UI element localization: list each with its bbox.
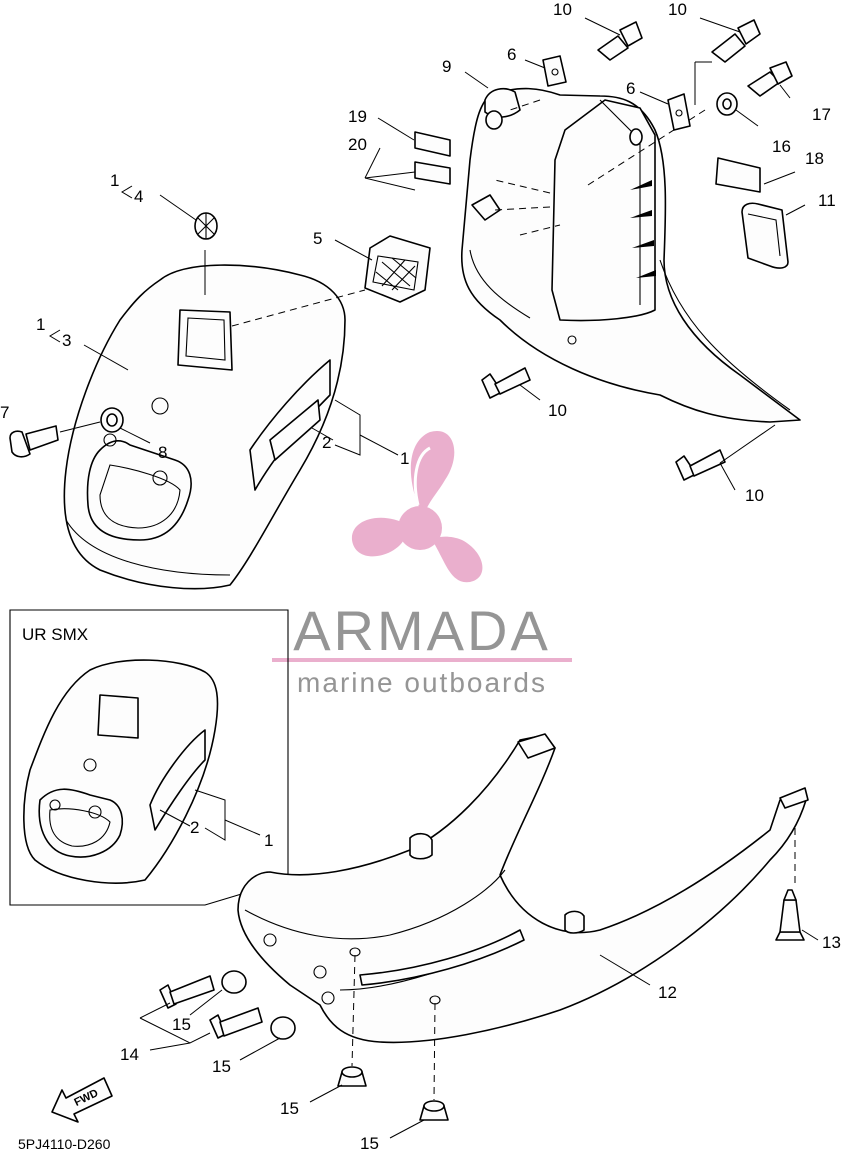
pad-11-icon	[741, 202, 789, 269]
fastener-10a-icon	[597, 21, 643, 61]
bolt-7-icon	[9, 425, 59, 458]
grille-5-icon	[364, 235, 431, 303]
fastener-14b-icon	[209, 1007, 263, 1039]
callout-5: 5	[313, 229, 322, 248]
callout-1-inset: 1	[264, 831, 273, 850]
leg-shield-inner-panel	[460, 87, 801, 423]
nut-6a-icon	[542, 55, 567, 87]
under-cover-12	[237, 733, 809, 1044]
callout-15a: 15	[172, 1015, 191, 1034]
inset-label: UR SMX	[22, 625, 88, 644]
callout-20: 20	[348, 135, 367, 154]
clip-15b-icon	[270, 1016, 296, 1040]
washer-16-icon	[716, 92, 738, 116]
nut-6b-icon	[667, 93, 691, 131]
screw-13-icon	[775, 889, 805, 941]
callout-6b: 6	[626, 79, 635, 98]
callout-13: 13	[822, 933, 841, 952]
callout-15b: 15	[212, 1057, 231, 1076]
fwd-arrow-icon: FWD	[51, 1077, 113, 1123]
fastener-14a-icon	[159, 975, 215, 1009]
propeller-logo-icon	[351, 430, 483, 583]
callout-19: 19	[348, 107, 367, 126]
callout-14: 14	[120, 1045, 139, 1064]
clip-15c-icon	[337, 1066, 367, 1087]
screw-17-icon	[747, 61, 793, 97]
callout-8: 8	[158, 443, 167, 462]
callout-1-4-bottom: 4	[134, 187, 143, 206]
callout-15c: 15	[280, 1099, 299, 1118]
emblem-4-icon	[194, 212, 218, 240]
grommet-8-icon	[100, 407, 124, 433]
callout-17: 17	[812, 105, 831, 124]
callout-11: 11	[818, 191, 836, 210]
watermark-tagline: marine outboards	[297, 667, 547, 698]
callout-10a: 10	[553, 0, 572, 19]
callout-10b: 10	[668, 0, 687, 19]
callout-6a: 6	[507, 45, 516, 64]
callout-10d: 10	[745, 486, 764, 505]
callout-12: 12	[658, 983, 677, 1002]
callout-1: 1	[400, 449, 409, 468]
fastener-10d-icon	[675, 449, 726, 481]
callout-10c: 10	[548, 401, 567, 420]
leader-lines	[59, 17, 819, 1139]
fastener-10c-icon	[481, 367, 531, 399]
callout-2-inset: 2	[190, 818, 199, 837]
inset-ur-smx: UR SMX	[9, 609, 289, 906]
callout-16: 16	[772, 137, 791, 156]
callout-2: 2	[322, 433, 331, 452]
callout-18: 18	[805, 149, 824, 168]
watermark-brand: ARMADA	[293, 599, 551, 662]
fastener-10b-icon	[711, 19, 761, 63]
front-cover	[63, 264, 346, 590]
callout-1-4-top: 1	[110, 171, 119, 190]
callout-1-3-bottom: 3	[62, 331, 71, 350]
callout-15d: 15	[360, 1134, 379, 1152]
labels-19-20-icon	[414, 131, 451, 185]
armada-watermark: ARMADA marine outboards	[272, 430, 572, 698]
callout-9: 9	[442, 57, 451, 76]
clip-15d-icon	[419, 1100, 449, 1121]
clip-15a-icon	[221, 970, 247, 994]
callout-1-3-top: 1	[36, 315, 45, 334]
drawing-code: 5PJ4110-D260	[18, 1136, 111, 1152]
callout-7: 7	[0, 403, 9, 422]
label-18-icon	[715, 157, 761, 193]
